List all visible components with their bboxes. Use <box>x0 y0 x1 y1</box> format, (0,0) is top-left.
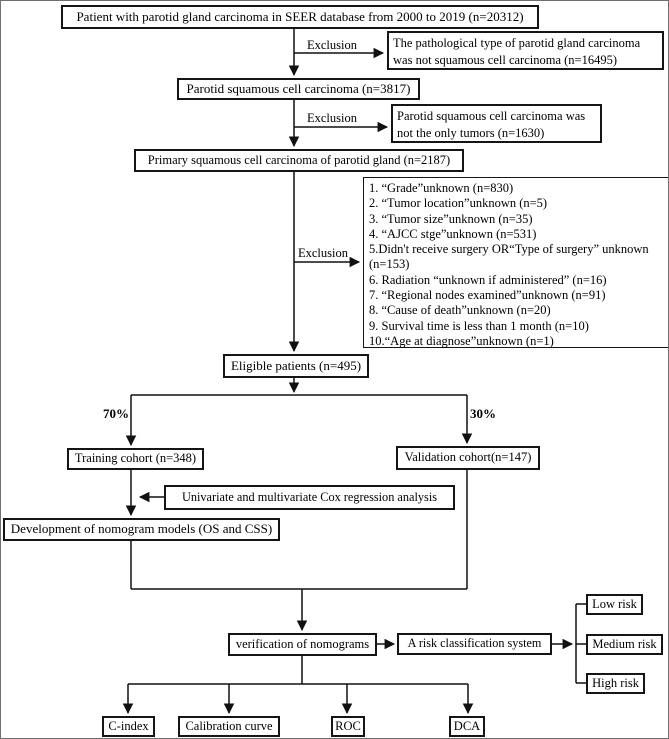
exclusion-item: 5.Didn't receive surgery OR“Type of surg… <box>369 242 649 257</box>
flow-box-medium-risk: Medium risk <box>586 634 663 655</box>
exclusion-item: 3. “Tumor size”unknown (n=35) <box>369 211 533 226</box>
exclusion-pathology-line1: The pathological type of parotid gland c… <box>393 36 641 50</box>
flow-box-low-risk: Low risk <box>586 594 643 615</box>
edge-label-exclusion-2: Exclusion <box>307 111 357 125</box>
flow-box-dca: DCA <box>449 716 485 737</box>
exclusion-item: 6. Radiation “unknown if administered” (… <box>369 272 607 287</box>
exclusion-item: 8. “Cause of death”unknown (n=20) <box>369 303 551 318</box>
flow-box-exclusion-criteria-list: 1. “Grade”unknown (n=830) 2. “Tumor loca… <box>363 177 668 348</box>
edge-label-training-split: 70% <box>103 406 129 421</box>
flow-box-nomogram-development: Development of nomogram models (OS and C… <box>3 518 280 541</box>
flow-box-roc: ROC <box>331 716 365 737</box>
arrow-lines <box>122 29 586 715</box>
exclusion-item: (n=153) <box>369 257 410 272</box>
edge-label-exclusion-1: Exclusion <box>307 38 357 52</box>
exclusion-pathology-line2: was not squamous cell carcinoma (n=16495… <box>393 53 618 67</box>
flow-box-calibration-curve: Calibration curve <box>178 716 280 737</box>
exclusion-item: 1. “Grade”unknown (n=830) <box>369 181 514 195</box>
flow-box-risk-classification: A risk classification system <box>397 633 552 655</box>
flow-box-training-cohort: Training cohort (n=348) <box>67 448 204 470</box>
exclusion-not-only-line2: not the only tumors (n=1630) <box>397 126 545 140</box>
exclusion-not-only-line1: Parotid squamous cell carcinoma was <box>397 109 586 123</box>
flow-box-eligible-patients: Eligible patients (n=495) <box>223 354 369 378</box>
flow-box-validation-cohort: Validation cohort(n=147) <box>396 446 540 470</box>
flow-box-exclusion-not-only-tumor: Parotid squamous cell carcinoma was not … <box>391 104 602 143</box>
exclusion-item: 2. “Tumor location”unknown (n=5) <box>369 196 548 211</box>
flow-box-cox-regression: Univariate and multivariate Cox regressi… <box>164 485 455 510</box>
flow-box-primary-scc: Primary squamous cell carcinoma of parot… <box>134 149 464 172</box>
exclusion-item: 7. “Regional nodes examined”unknown (n=9… <box>369 288 606 303</box>
flow-box-seer-source: Patient with parotid gland carcinoma in … <box>61 5 539 29</box>
edge-label-exclusion-3: Exclusion <box>298 246 348 260</box>
edge-label-validation-split: 30% <box>470 406 496 421</box>
exclusion-item: 9. Survival time is less than 1 month (n… <box>369 318 589 333</box>
flow-box-verification: verification of nomograms <box>228 633 377 656</box>
flow-box-parotid-scc: Parotid squamous cell carcinoma (n=3817) <box>177 78 420 100</box>
flow-box-exclusion-pathology: The pathological type of parotid gland c… <box>387 31 664 70</box>
flow-box-high-risk: High risk <box>586 673 645 694</box>
exclusion-item: 4. “AJCC stge”unknown (n=531) <box>369 226 537 241</box>
flow-box-c-index: C-index <box>102 716 155 737</box>
exclusion-item: 10.“Age at diagnose”unknown (n=1) <box>369 333 554 348</box>
